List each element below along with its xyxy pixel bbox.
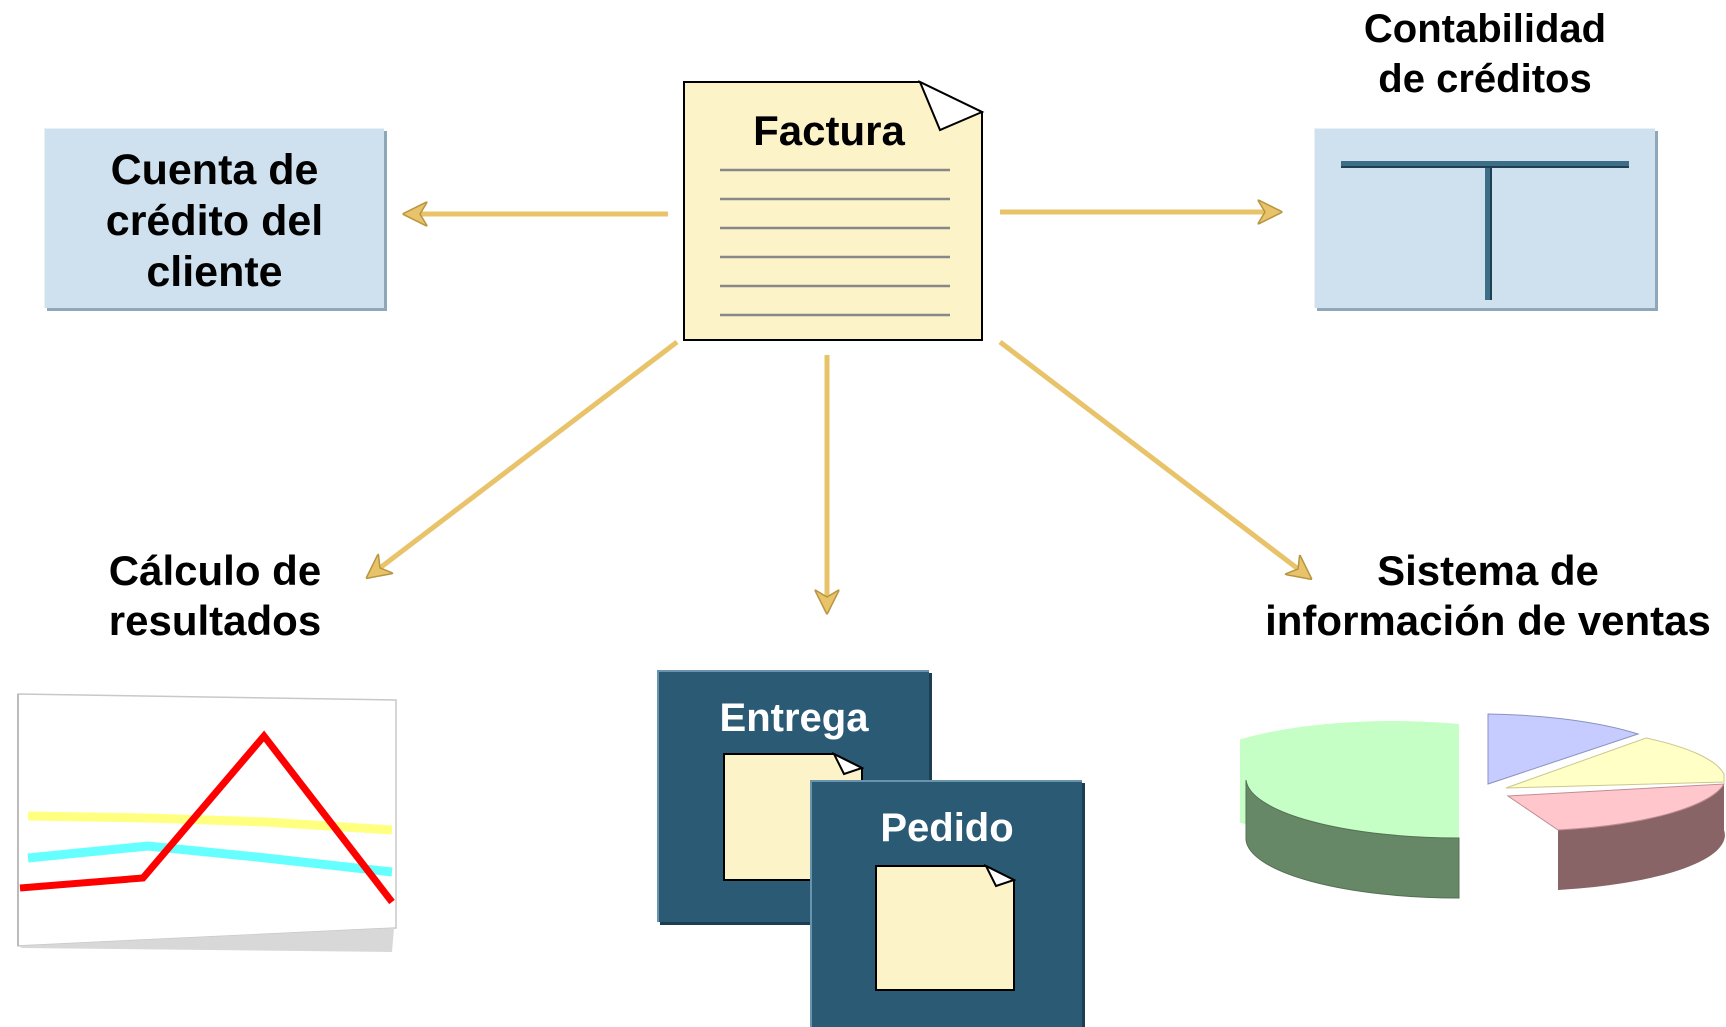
order-label: Pedido — [880, 806, 1014, 850]
sales-info-line-2: información de ventas — [1265, 597, 1711, 644]
pie-chart-icon — [1240, 713, 1725, 899]
arrow-to-results — [368, 340, 679, 577]
customer-account-line-3: cliente — [146, 248, 283, 296]
results-line-2: resultados — [108, 597, 322, 644]
customer-account-line-1: Cuenta de — [110, 146, 319, 194]
receivables-line-1: Contabilidad — [1363, 7, 1607, 51]
customer-account-label: Cuenta de crédito del cliente — [45, 145, 384, 298]
order-document-icon — [875, 864, 1016, 991]
invoice-label: Factura — [753, 107, 905, 154]
line-chart-icon — [17, 693, 397, 952]
results-line-1: Cálculo de — [108, 547, 322, 594]
document-icon — [683, 79, 985, 341]
t-account-icon — [1341, 161, 1629, 300]
sales-info-line-1: Sistema de — [1377, 547, 1599, 594]
results-label: Cálculo de resultados — [60, 546, 370, 646]
receivables-label: Contabilidad de créditos — [1290, 4, 1680, 104]
arrow-to-sales-info — [998, 340, 1310, 578]
sales-info-label: Sistema de información de ventas — [1250, 546, 1726, 646]
delivery-label: Entrega — [719, 696, 869, 740]
customer-account-line-2: crédito del — [105, 197, 324, 245]
receivables-box — [1314, 128, 1655, 308]
customer-account-box: Cuenta de crédito del cliente — [44, 128, 384, 308]
receivables-line-2: de créditos — [1378, 57, 1592, 101]
invoice-document — [683, 79, 985, 341]
